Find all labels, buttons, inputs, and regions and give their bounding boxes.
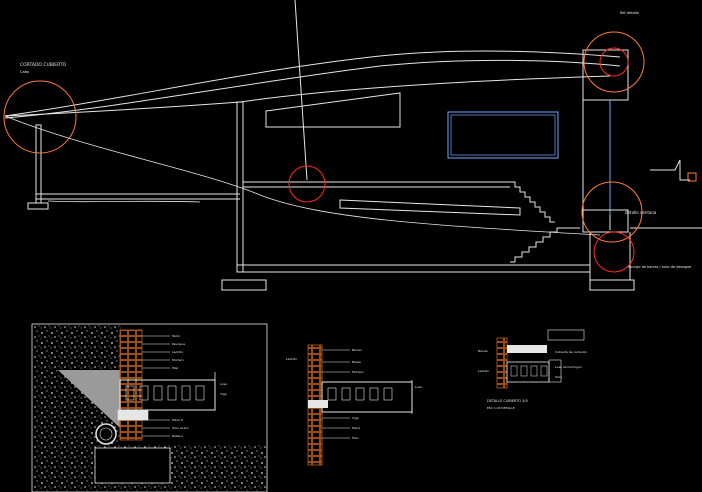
detail-3-scale: ESC 1:20 DETALLE (487, 406, 515, 410)
detail-2-label: Barras (352, 348, 362, 352)
roof-upper-curve (4, 50, 621, 117)
detail-3-label: Tubo (554, 375, 562, 379)
section-title: CORTADO CUBIERTO (20, 62, 67, 68)
ramp-slab (339, 199, 521, 216)
roof-mid-curve (4, 59, 621, 119)
callout-circle-footing (593, 231, 635, 273)
stairs-upper (510, 181, 555, 223)
callout-circle-top-right-inner (599, 47, 629, 77)
detail-2-label: Viga (352, 416, 359, 420)
detail-1-label: Mortero (172, 358, 184, 362)
detail-3: Cubierta de cemento Barras Losa de hormi… (478, 329, 587, 410)
detail-1-label: Pilar (172, 366, 179, 370)
upper-window (265, 92, 401, 128)
detail-1-label: Revoque (172, 342, 185, 346)
detail-2: Barras Bases Mortero Losa Viga Placa Tub… (286, 344, 422, 466)
detail-3-brick-column (496, 337, 508, 389)
detail-window-label: detalle ventana (625, 210, 657, 215)
left-footing (27, 202, 49, 210)
detail-2-label: Bases (352, 360, 361, 364)
detail-2-label: Placa (352, 426, 360, 430)
detail-1-label: Viga (220, 392, 227, 396)
callout-circles (3, 31, 645, 273)
note-label: anclaje de barras / tubo de desague (628, 265, 691, 269)
right-window (447, 111, 559, 159)
callout-circle-top-right (583, 31, 645, 93)
detail-2-label: Ladrillo (286, 357, 297, 361)
callout-circle-mid (288, 165, 326, 203)
detail-3-label: Losa de hormigon (555, 365, 582, 369)
main-section (4, 0, 702, 291)
detail-2-label: Tubo (351, 436, 359, 440)
detail-1-label: Relleno (172, 434, 183, 438)
callout-circle-left (3, 80, 77, 154)
brick-wall (119, 329, 143, 441)
detail-2-label: Mortero (352, 370, 364, 374)
leader-line (294, 0, 308, 181)
detail-2-label: Losa (415, 385, 422, 389)
right-footing (589, 279, 635, 291)
stairs-lower (510, 227, 580, 263)
detail-3-title: DETALLE CUBIERTO 4/5 (487, 399, 528, 403)
cable-line (4, 115, 601, 236)
grey-wedge (58, 370, 120, 428)
detail-3-label: Barras (478, 349, 488, 353)
roof-lower-curve (4, 75, 611, 117)
detail-1-frame (31, 323, 268, 492)
detail-1-label: Texto (171, 334, 180, 338)
left-column (35, 124, 42, 204)
detail-3-label: Ladrillo (478, 369, 489, 373)
detail-1-label: Placa H (172, 418, 183, 422)
slab-band (117, 409, 149, 421)
callout-circle-window (581, 181, 643, 243)
drain-pipe (95, 423, 117, 445)
detail-1: Texto Revoque Ladrillo Mortero Pilar Los… (31, 323, 268, 492)
detail-1-label: Tubo Acero (171, 426, 189, 430)
detail-1-label: Ladrillo (172, 350, 183, 354)
detail-1-label: Losa (220, 382, 227, 386)
right-tower-top (582, 49, 629, 101)
corner-label: Ref detalle (620, 11, 639, 15)
detail-3-label: Cubierta de cemento (555, 350, 587, 354)
section-subtitle: Cabo (20, 70, 29, 74)
center-footing (221, 279, 267, 291)
